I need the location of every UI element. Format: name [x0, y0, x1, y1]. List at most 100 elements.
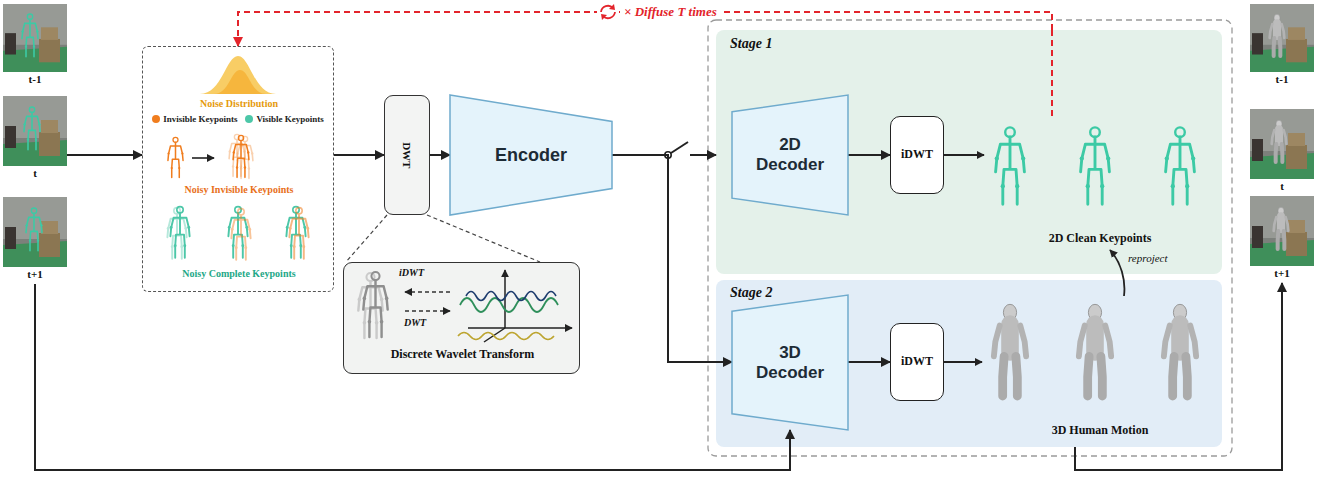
illustration-part	[363, 272, 389, 337]
illustration-part	[1051, 30, 1053, 118]
trapezoid-shape	[732, 95, 848, 215]
video-frame: t+1	[1250, 196, 1314, 283]
illustration-part	[1110, 250, 1124, 296]
illustration-part	[200, 56, 276, 94]
legend-text: Visible Keypoints	[256, 114, 323, 124]
stage-title: Stage 1	[730, 36, 850, 52]
arrow-connector	[35, 284, 790, 470]
illustration-part	[405, 310, 450, 311]
illustration-part	[231, 209, 251, 260]
illustration-part	[1080, 127, 1111, 204]
illustration-part	[167, 137, 183, 177]
illustration-part	[597, 2, 619, 22]
illustration-part	[458, 333, 554, 340]
noise-box: Noise DistributionNoisy Invisible Keypoi…	[142, 46, 334, 292]
arrow-connector	[612, 155, 732, 362]
arrow-connector	[430, 154, 450, 156]
illustration-part	[995, 127, 1026, 204]
box-label: 3D Decoder	[746, 343, 834, 382]
dwt-box: DWT	[384, 95, 430, 215]
illustration-part	[609, 4, 615, 10]
decoder-trapezoid: 3D Decoder	[732, 295, 848, 430]
legend-dot	[152, 115, 160, 123]
illustration-part	[3, 197, 67, 267]
frame-label: t+1	[3, 268, 67, 281]
illustration-part	[468, 327, 572, 329]
frame-label: t+1	[1250, 267, 1314, 280]
illustration-part	[25, 208, 42, 251]
dashed-connector	[346, 215, 387, 262]
stage-panel: Stage 1 2D Clean Keypoints 2D Decoder iDWT	[716, 30, 1222, 274]
input-frames	[3, 4, 67, 267]
arrow-connector	[848, 154, 890, 156]
box-label: Encoder	[495, 145, 567, 166]
panel-title: Discrete Wavelet Transform	[344, 348, 581, 362]
illustration-part	[21, 14, 38, 57]
noise-title: Noise Distribution	[143, 98, 335, 110]
stage-panel: Stage 23D Human Motion3D DecoderiDWT	[716, 280, 1222, 447]
legend-dot	[245, 115, 253, 123]
output-caption: 2D Clean Keypoints	[1020, 232, 1180, 246]
arrow-connector	[67, 154, 142, 156]
illustration-part	[1250, 196, 1314, 266]
transform-label: iDWT	[399, 267, 424, 279]
clean-keypoints	[944, 30, 1195, 204]
video-frame: t	[3, 96, 67, 183]
idwt-box: iDWT	[890, 323, 944, 401]
legend-text: Invisible Keypoints	[163, 114, 237, 124]
edge-label: × Diffuse T times	[621, 5, 720, 20]
arrow-connector	[1075, 283, 1282, 470]
illustration-part	[1250, 109, 1314, 179]
legend-item: Visible Keypoints	[245, 114, 323, 124]
illustration-part	[23, 107, 40, 150]
video-frame: t-1	[3, 4, 67, 89]
cycle-icon	[597, 2, 619, 22]
illustration-part	[214, 70, 266, 94]
illustration-part	[716, 30, 1222, 274]
frame-label: t-1	[1250, 73, 1314, 86]
noise-caption: Noisy Complete Keypoints	[143, 268, 335, 280]
illustration-part	[1274, 207, 1289, 249]
box-label: 2D Decoder	[746, 135, 834, 174]
stage-panels	[708, 20, 1232, 456]
arrow-connector	[334, 154, 384, 156]
illustration-part	[994, 304, 1026, 396]
illustration-part	[1272, 120, 1287, 162]
legend: Invisible Keypoints Visible Keypoints	[142, 114, 334, 124]
illustration-part	[1250, 4, 1314, 72]
illustration-part	[944, 361, 982, 363]
trapezoid-shape	[732, 295, 848, 430]
output-frames	[1250, 4, 1314, 266]
illustration-part	[466, 292, 556, 301]
illustration-part	[233, 135, 250, 177]
illustration-part	[601, 14, 607, 20]
box-label: iDWT	[901, 148, 933, 162]
video-frame: t-1	[1250, 4, 1314, 89]
illustration-part	[3, 4, 67, 72]
noise-caption: Noisy Invisible Keypoints	[143, 184, 335, 196]
trapezoid-shape	[450, 95, 612, 215]
illustration-part	[1165, 127, 1196, 204]
arrow-connector	[848, 361, 890, 363]
illustration-part	[170, 207, 190, 258]
noise-illustration	[167, 56, 309, 260]
illustration-part	[405, 291, 450, 292]
dashed-connector	[427, 215, 540, 262]
legend-item: Invisible Keypoints	[152, 114, 237, 124]
illustration-part	[3, 96, 67, 166]
output-caption: 3D Human Motion	[1015, 424, 1185, 438]
human-meshes	[944, 250, 1196, 396]
illustration-part	[1079, 304, 1111, 396]
decoder-trapezoid: 2D Decoder	[732, 95, 848, 215]
illustration-part	[343, 262, 580, 374]
frame-label: t-1	[3, 73, 67, 86]
arrow-note: reproject	[1128, 252, 1168, 265]
idwt-box: iDWT	[890, 116, 944, 194]
frame-label: t	[1250, 180, 1314, 193]
box-label: DWT	[401, 142, 414, 168]
encoder-trapezoid: Encoder	[450, 95, 612, 215]
illustration-part	[192, 157, 214, 159]
illustration-part	[716, 280, 1222, 447]
illustration-part	[944, 154, 984, 156]
